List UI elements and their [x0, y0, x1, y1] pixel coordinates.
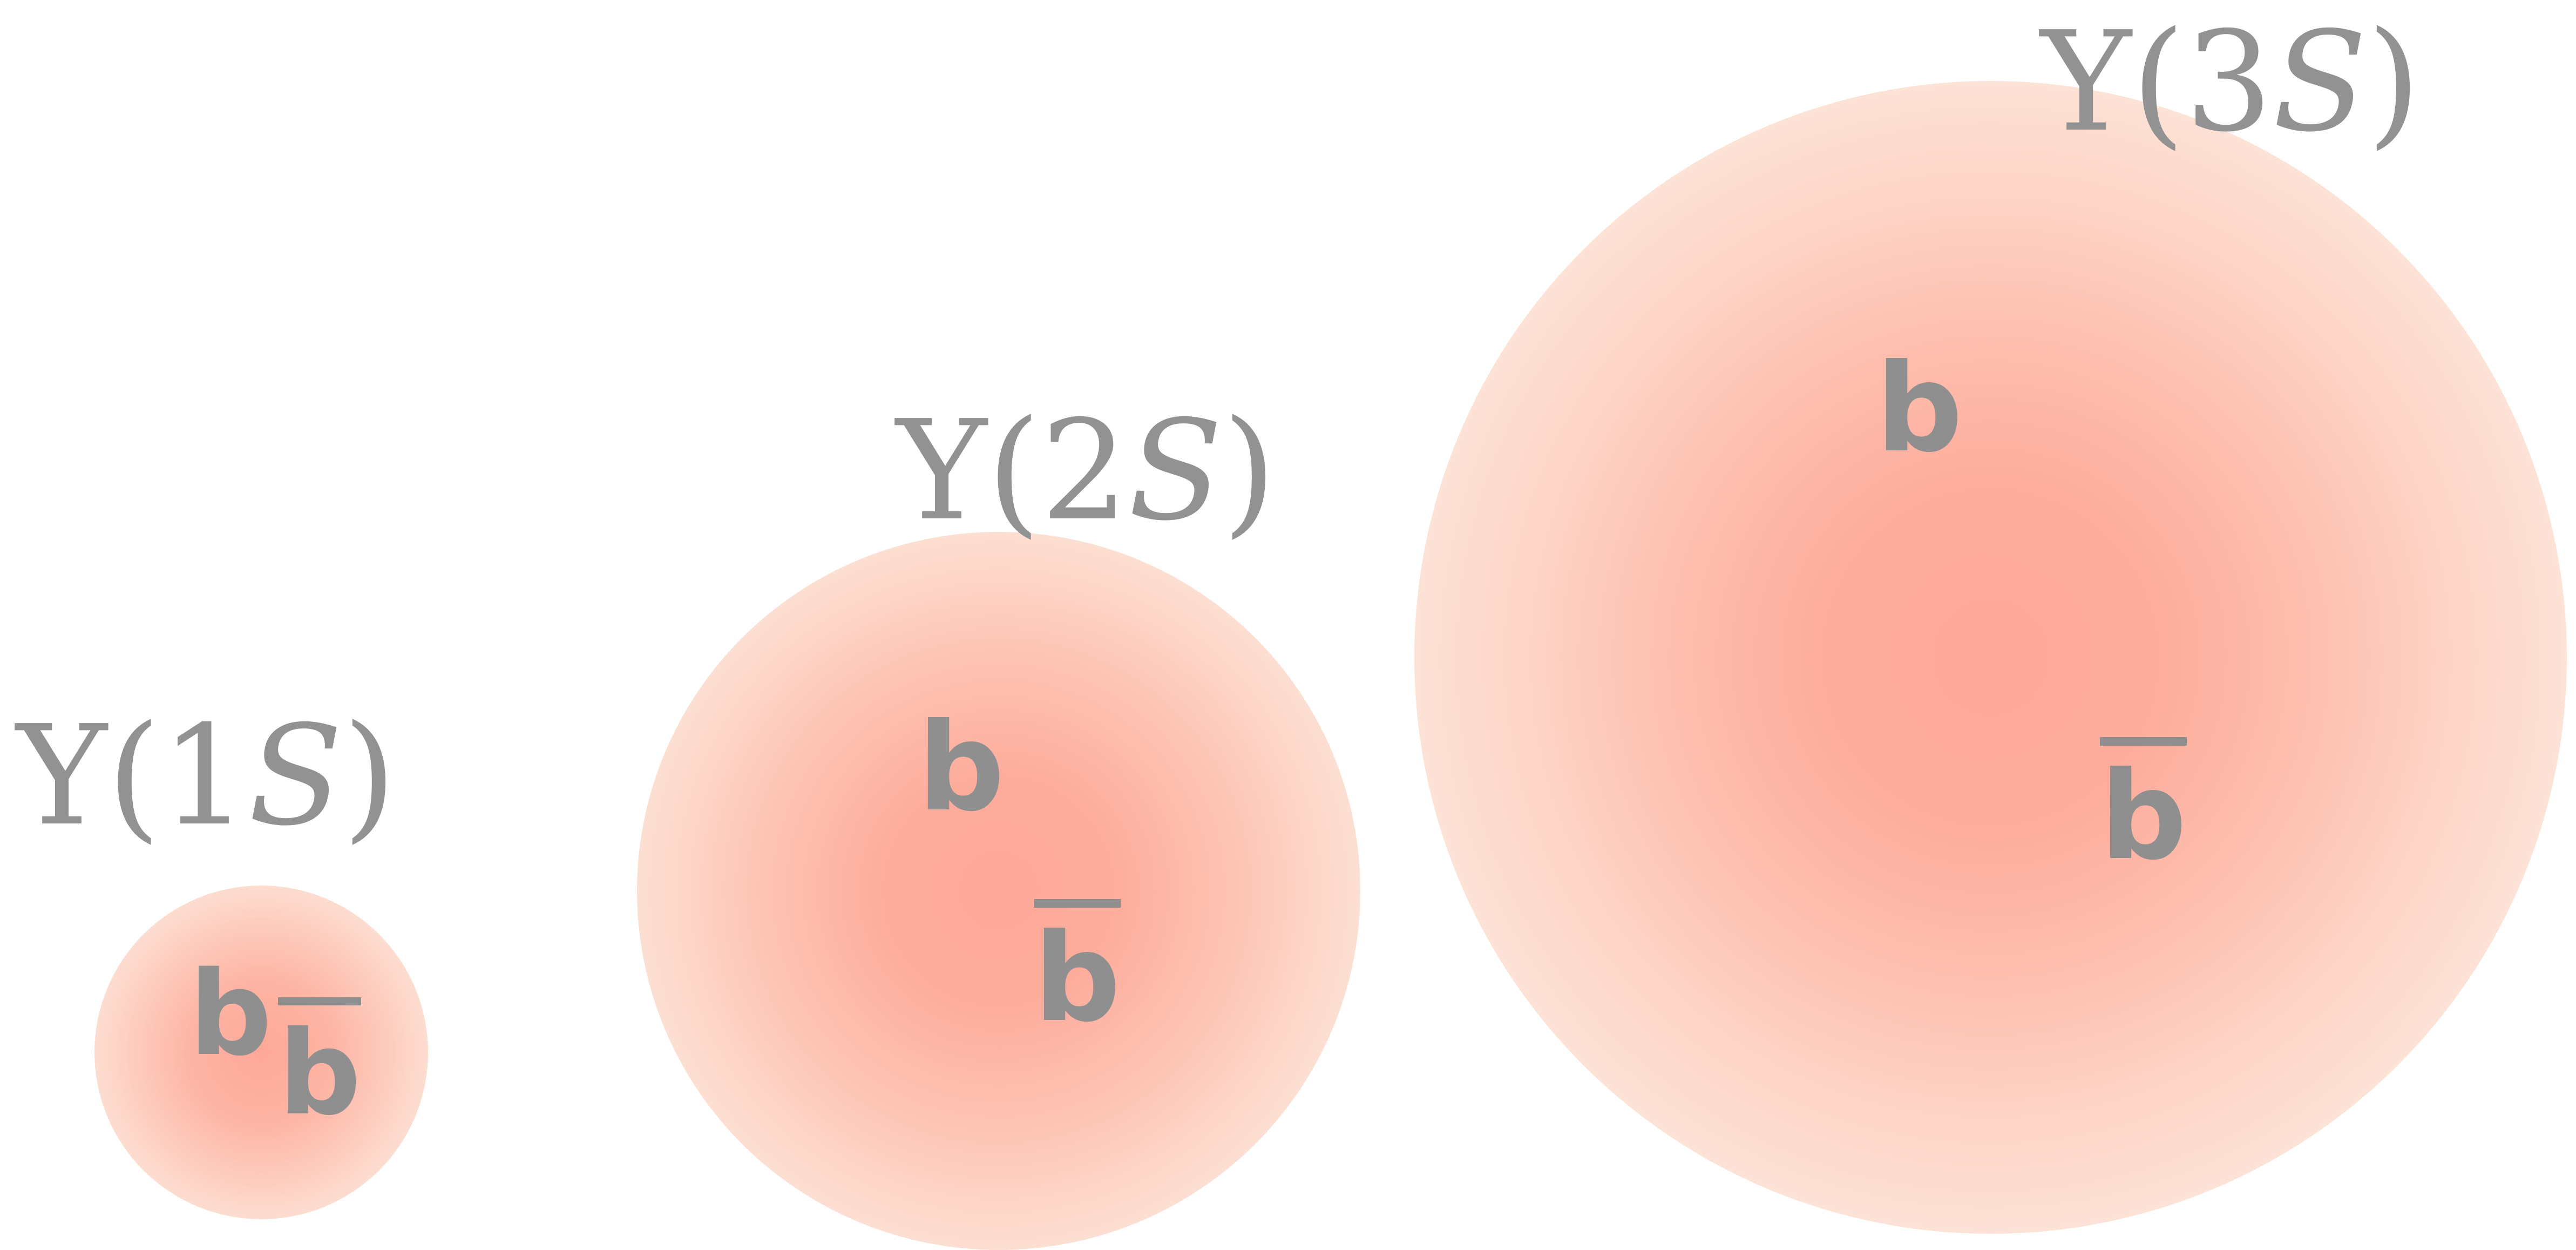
state-number: 2	[1041, 391, 1128, 551]
upsilon-1s-quark: b	[189, 956, 272, 1072]
open-paren: (	[987, 391, 1041, 551]
state-letter: S	[1128, 391, 1223, 551]
open-paren: (	[2131, 2, 2185, 163]
upsilon-3s-antiquark: b	[2100, 756, 2187, 877]
upsilon-2s-label: Υ(2S)	[896, 402, 1276, 540]
state-letter: S	[2273, 2, 2367, 163]
upsilon-symbol: Υ	[16, 696, 107, 856]
close-paren: )	[2367, 2, 2421, 163]
upsilon-symbol: Υ	[2041, 2, 2131, 163]
upsilon-3s-label: Υ(3S)	[2041, 13, 2421, 151]
open-paren: (	[107, 696, 161, 856]
close-paren: )	[1223, 391, 1277, 551]
upsilon-3s-wavefunction-blob	[1414, 81, 2567, 1234]
state-number: 3	[2185, 2, 2273, 163]
upsilon-symbol: Υ	[896, 391, 987, 551]
state-letter: S	[248, 696, 343, 856]
close-paren: )	[343, 696, 397, 856]
upsilon-1s-label: Υ(1S)	[16, 707, 396, 845]
state-number: 1	[161, 696, 248, 856]
upsilon-2s-wavefunction-blob	[637, 532, 1360, 1250]
upsilon-3s-quark: b	[1876, 348, 1963, 470]
page-title: New results on bottomonia	[59, 0, 1297, 8]
upsilon-1s-antiquark: b	[278, 1015, 361, 1131]
upsilon-2s-antiquark: b	[1034, 918, 1121, 1039]
upsilon-2s-quark: b	[918, 707, 1005, 829]
